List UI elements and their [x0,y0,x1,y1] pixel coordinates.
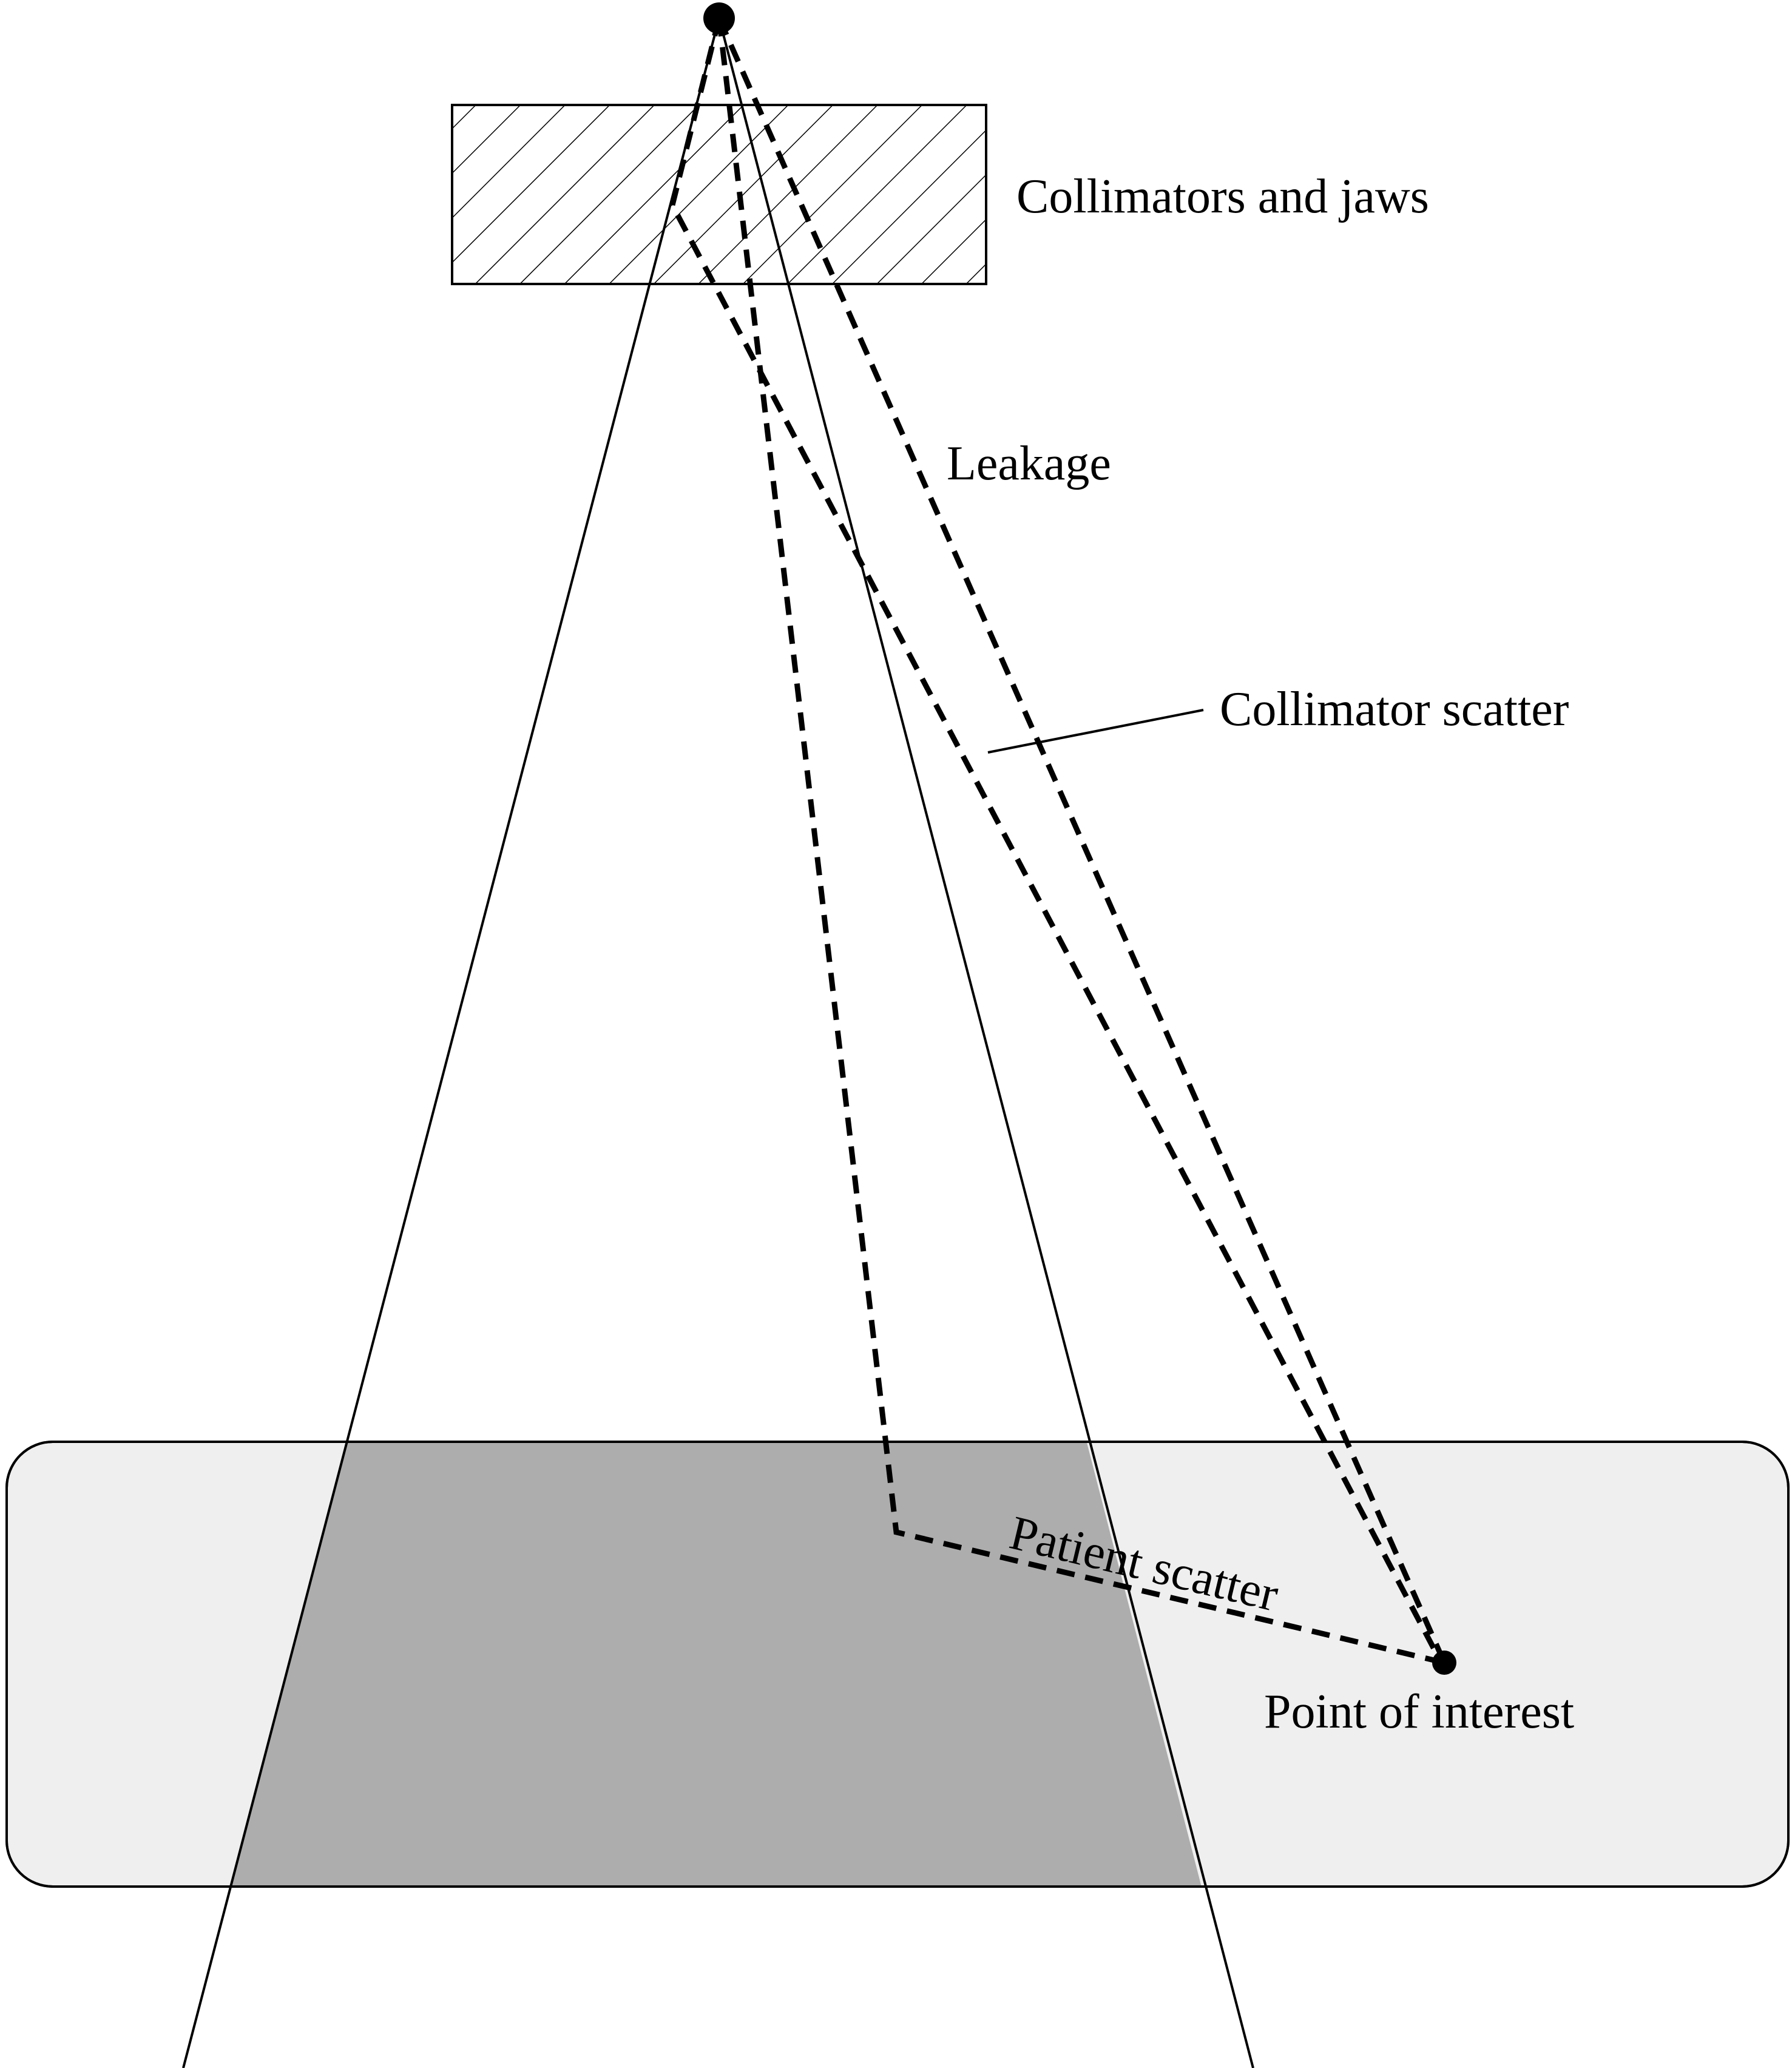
beam-edge-right [718,18,1254,2068]
collimator-block [451,104,987,285]
point-of-interest-icon [1432,1651,1456,1675]
collimator-scatter-path [669,17,1444,1664]
collimator-scatter-label: Collimator scatter [1220,683,1569,736]
beam-edge-left [182,18,720,2068]
patient-scatter-path [716,18,1445,1666]
source-point-icon [703,2,735,34]
collimators-label: Collimators and jaws [1016,170,1429,223]
leakage-path [716,17,1447,1664]
irradiated-field [183,1442,1248,1887]
patient-outline [5,1441,1790,1888]
point-of-interest-label: Point of interest [1264,1685,1574,1739]
collimator-scatter-leader [987,709,1204,754]
leakage-label: Leakage [947,437,1111,490]
